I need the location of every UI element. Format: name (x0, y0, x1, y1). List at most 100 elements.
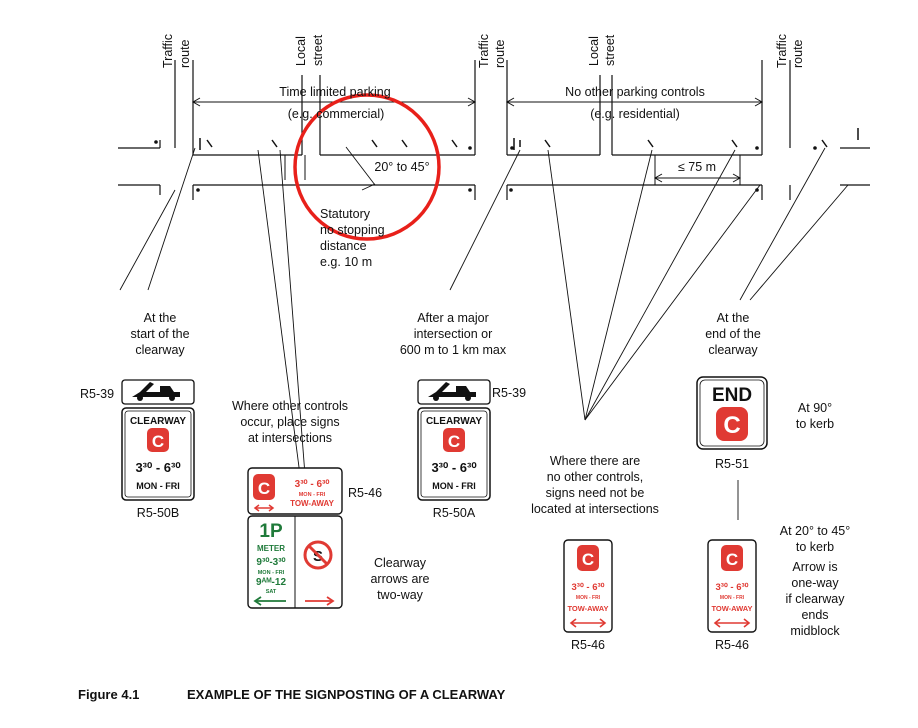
svg-text:C: C (448, 432, 460, 451)
svg-text:clearway: clearway (135, 343, 185, 357)
svg-text:e.g. 10 m: e.g. 10 m (320, 255, 372, 269)
svg-text:9ᴬᴹ-12: 9ᴬᴹ-12 (256, 577, 286, 588)
svg-text:MON - FRI: MON - FRI (299, 492, 326, 498)
clearway-sign-r5-50b: CLEARWAY C 3³⁰ - 6³⁰ MON - FRI (121, 407, 195, 501)
svg-text:At the: At the (717, 311, 750, 325)
svg-text:located at intersections: located at intersections (531, 502, 659, 516)
svg-text:Traffic: Traffic (775, 34, 789, 68)
svg-text:intersection or: intersection or (414, 327, 493, 341)
tow-truck-icon (428, 382, 476, 397)
svg-text:street: street (603, 34, 617, 66)
svg-text:at intersections: at intersections (248, 431, 332, 445)
zone-time-limited-title: Time limited parking (279, 85, 390, 99)
street-label-local-street-2: Local street (587, 34, 617, 66)
note-start-of-clearway: At the start of the clearway (130, 311, 189, 357)
svg-text:Clearway: Clearway (374, 556, 427, 570)
svg-text:no other controls,: no other controls, (547, 470, 644, 484)
svg-text:MON - FRI: MON - FRI (432, 481, 476, 491)
note-arrow-oneway: Arrow is one-way if clearway ends midblo… (785, 560, 845, 638)
svg-text:MON - FRI: MON - FRI (136, 481, 180, 491)
svg-text:MON - FRI: MON - FRI (258, 570, 285, 576)
svg-text:Where other controls: Where other controls (232, 399, 348, 413)
svg-text:Statutory: Statutory (320, 207, 371, 221)
clearway-c-icon (443, 428, 465, 452)
svg-text:At 20° to 45°: At 20° to 45° (780, 524, 850, 538)
svg-text:TOW-AWAY: TOW-AWAY (290, 499, 335, 508)
svg-text:9³⁰-3³⁰: 9³⁰-3³⁰ (256, 557, 285, 568)
svg-text:TOW-AWAY: TOW-AWAY (711, 604, 752, 613)
svg-text:route: route (791, 39, 805, 68)
svg-text:At the: At the (144, 311, 177, 325)
svg-text:two-way: two-way (377, 588, 424, 602)
svg-text:street: street (311, 34, 325, 66)
svg-text:MON - FRI: MON - FRI (576, 595, 601, 601)
note-at-20-45: At 20° to 45° to kerb (780, 524, 850, 554)
svg-text:Arrow is: Arrow is (792, 560, 837, 574)
note-arrows-twoway: Clearway arrows are two-way (370, 556, 429, 602)
svg-text:END: END (712, 385, 752, 406)
sign-code-r5-46-c: R5-46 (715, 638, 749, 652)
svg-text:to kerb: to kerb (796, 540, 834, 554)
figure-title: EXAMPLE OF THE SIGNPOSTING OF A CLEARWAY (187, 687, 506, 702)
note-after-major-intersection: After a major intersection or 600 m to 1… (400, 311, 507, 357)
svg-text:C: C (152, 432, 164, 451)
zone-time-limited-example: (e.g. commercial) (288, 107, 385, 121)
svg-text:midblock: midblock (790, 624, 840, 638)
sign-code-r5-39-a: R5-39 (80, 387, 114, 401)
figure-number: Figure 4.1 (78, 687, 139, 702)
sign-code-r5-39-b: R5-39 (492, 386, 526, 400)
street-label-traffic-route-1: Traffic route (161, 34, 192, 68)
svg-text:signs need not be: signs need not be (546, 486, 645, 500)
svg-text:MON - FRI: MON - FRI (720, 595, 745, 601)
zone-no-other-example: (e.g. residential) (590, 107, 680, 121)
note-end-of-clearway: At the end of the clearway (705, 311, 761, 357)
tow-truck-sign-b (417, 379, 491, 405)
sign-code-r5-51: R5-51 (715, 457, 749, 471)
parking-sign-1p-meter: 1P METER 9³⁰-3³⁰ MON - FRI 9ᴬᴹ-12 SAT S (247, 515, 343, 609)
svg-text:if clearway: if clearway (785, 592, 845, 606)
svg-text:route: route (493, 39, 507, 68)
street-label-traffic-route-3: Traffic route (775, 34, 805, 68)
svg-text:SAT: SAT (266, 589, 277, 595)
svg-text:ends: ends (801, 608, 828, 622)
clearway-sign-r5-46-vertical-b: C 3³⁰ - 6³⁰ MON - FRI TOW-AWAY (563, 539, 613, 633)
sign-code-r5-50b: R5-50B (137, 506, 179, 520)
road-layout (118, 60, 870, 200)
svg-text:Local: Local (294, 36, 308, 66)
svg-text:one-way: one-way (791, 576, 839, 590)
kerb-sign-markers (199, 128, 859, 150)
svg-text:3³⁰ - 6³⁰: 3³⁰ - 6³⁰ (431, 460, 477, 475)
svg-text:CLEARWAY: CLEARWAY (426, 416, 482, 427)
svg-text:arrows are: arrows are (370, 572, 429, 586)
clearway-c-icon (147, 428, 169, 452)
svg-text:1P: 1P (259, 521, 283, 542)
svg-text:clearway: clearway (708, 343, 758, 357)
svg-text:At 90°: At 90° (798, 401, 832, 415)
note-other-controls: Where other controls occur, place signs … (232, 399, 348, 445)
svg-text:After a major: After a major (417, 311, 489, 325)
svg-text:to kerb: to kerb (796, 417, 834, 431)
tow-truck-sign-a (121, 379, 195, 405)
svg-text:no stopping: no stopping (320, 223, 385, 237)
svg-text:3³⁰ - 6³⁰: 3³⁰ - 6³⁰ (716, 582, 749, 593)
svg-text:C: C (258, 479, 270, 498)
svg-text:Where there are: Where there are (550, 454, 640, 468)
note-at-90: At 90° to kerb (796, 401, 834, 431)
svg-text:3³⁰ - 6³⁰: 3³⁰ - 6³⁰ (572, 582, 605, 593)
svg-text:route: route (178, 39, 192, 68)
svg-text:3³⁰ - 6³⁰: 3³⁰ - 6³⁰ (135, 460, 181, 475)
leader-lines (119, 146, 849, 520)
svg-text:600 m to 1 km max: 600 m to 1 km max (400, 343, 507, 357)
svg-text:distance: distance (320, 239, 367, 253)
street-label-traffic-route-2: Traffic route (477, 34, 507, 68)
svg-text:TOW-AWAY: TOW-AWAY (567, 604, 608, 613)
note-no-other-controls: Where there are no other controls, signs… (531, 454, 659, 516)
clearway-sign-r5-50a: CLEARWAY C 3³⁰ - 6³⁰ MON - FRI (417, 407, 491, 501)
svg-text:C: C (582, 550, 594, 569)
kerb-dots (154, 140, 817, 192)
zone-no-other-title: No other parking controls (565, 85, 705, 99)
svg-text:Traffic: Traffic (477, 34, 491, 68)
clearway-sign-r5-46-vertical-c: C 3³⁰ - 6³⁰ MON - FRI TOW-AWAY (707, 539, 757, 633)
sign-code-r5-46-b: R5-46 (571, 638, 605, 652)
